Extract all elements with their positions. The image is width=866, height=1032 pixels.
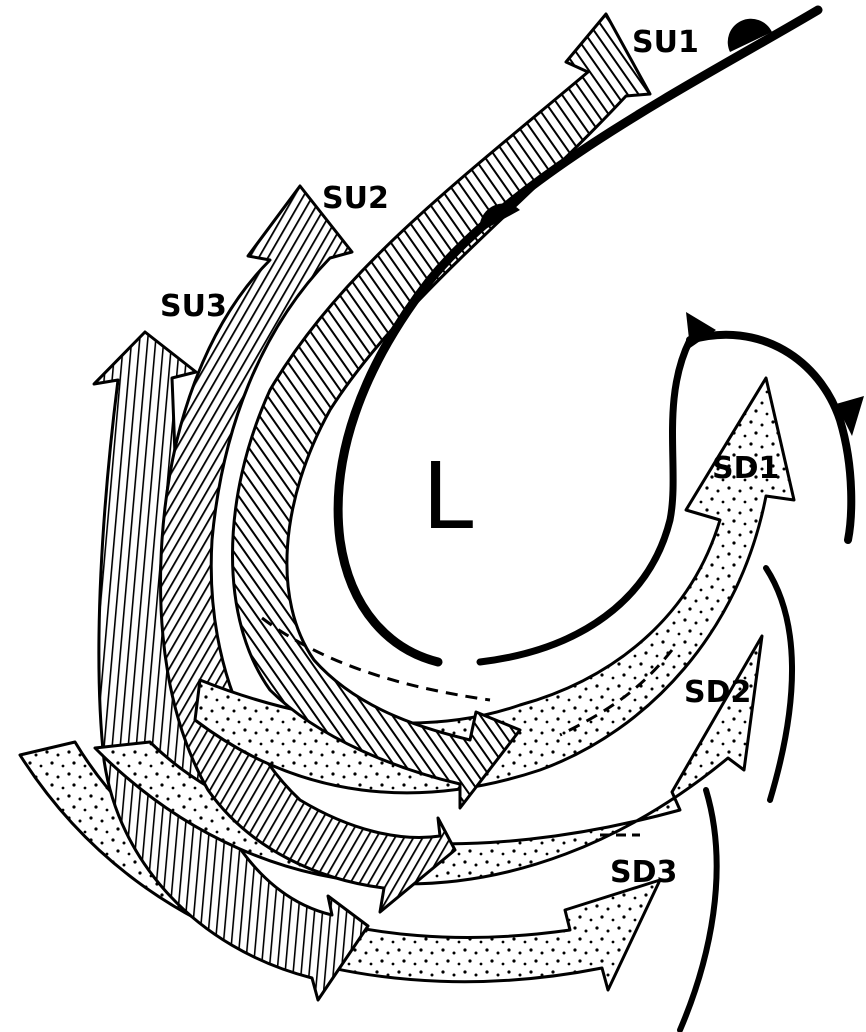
flow-line-right-upper <box>766 568 792 800</box>
flow-line-right-lower <box>680 790 717 1030</box>
cold-front-barb-1 <box>686 312 716 348</box>
low-pressure-label: L <box>422 443 473 550</box>
sd2-label: SD2 <box>684 675 751 710</box>
sd3-label: SD3 <box>610 855 677 890</box>
su2-label: SU2 <box>322 181 389 216</box>
sd1-label: SD1 <box>712 451 779 486</box>
front-inner-segment <box>480 340 690 662</box>
su3-label: SU3 <box>160 289 227 324</box>
su1-label: SU1 <box>632 25 699 60</box>
